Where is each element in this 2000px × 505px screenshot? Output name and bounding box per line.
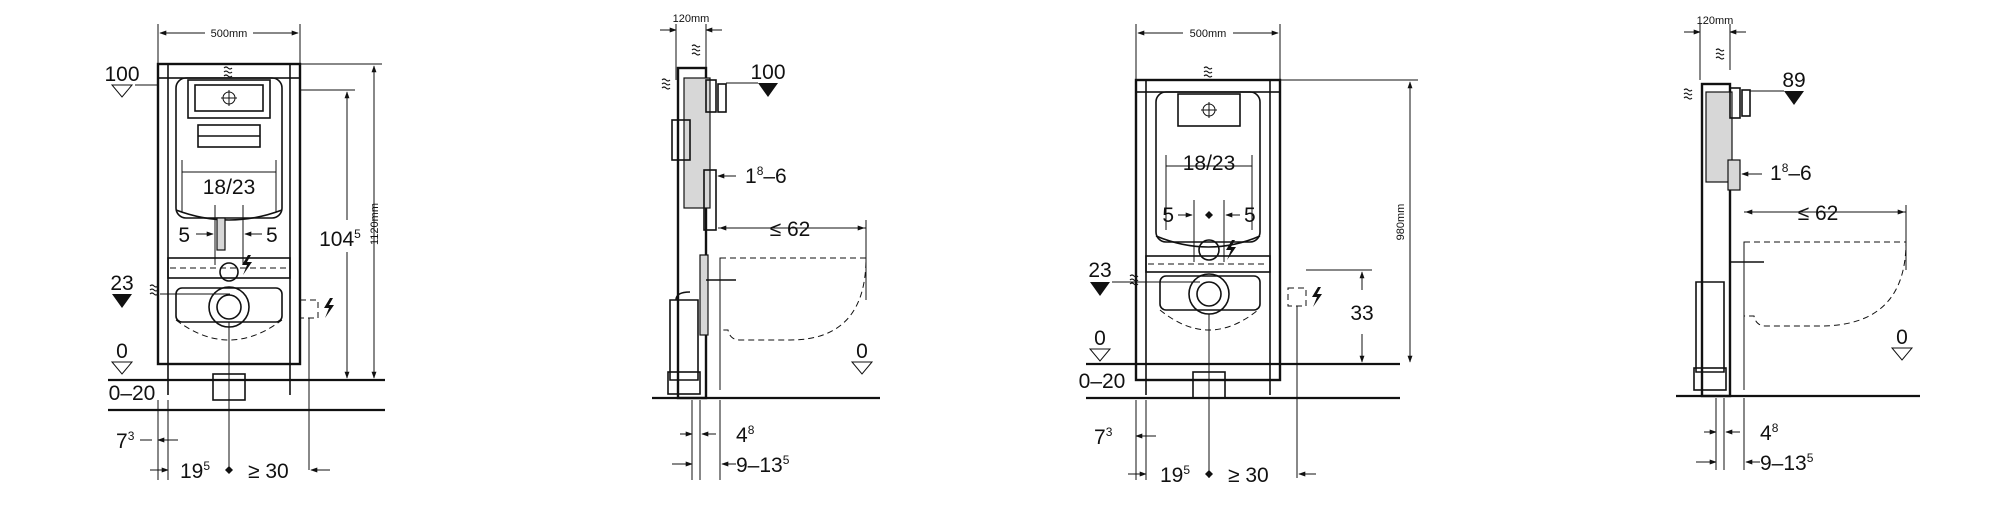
flush-opening-label: 18/23 [1183, 152, 1236, 175]
floor-range-label: 0–20 [109, 382, 156, 405]
plate-side [703, 169, 717, 231]
supply-valve [1198, 239, 1220, 261]
cistern-curve [175, 209, 283, 221]
electrical-socket [299, 299, 319, 319]
inlet-water-icon [1683, 88, 1693, 100]
drain-socket-side [667, 371, 701, 395]
height-total-label: 980mm [1395, 204, 1407, 241]
foot-depth-label: 48 [1760, 421, 1779, 445]
foot-offset-label: 73 [116, 429, 135, 453]
pipe-side [699, 254, 709, 336]
flush-opening-label: 18/23 [203, 176, 256, 199]
offset-left-label: 5 [178, 224, 190, 247]
foot-offset-label: 73 [1094, 425, 1113, 449]
front-view-1120: 500mm 18/23 5 5 [104, 24, 385, 483]
flush-plate-side [705, 79, 717, 113]
level-top-label: 100 [104, 63, 139, 86]
cistern-side [1705, 91, 1733, 183]
level-marker [1784, 91, 1804, 105]
side-view-980: 120mm 89 18–6 ≤ 62 0 48 9–135 [1676, 15, 1920, 475]
socket-height-label: 33 [1350, 302, 1373, 325]
supply-level-label: 23 [1088, 259, 1111, 282]
actuator-side [1741, 89, 1751, 117]
depth-label: 120mm [673, 13, 710, 25]
level-zero-label: 0 [856, 340, 868, 363]
level-marker [758, 83, 778, 97]
frame-outline [1134, 78, 1282, 382]
flush-plate [194, 84, 264, 112]
socket-power-icon [1312, 287, 1322, 307]
depth-label: 120mm [1697, 15, 1734, 27]
water-supply-icon [1715, 48, 1725, 60]
front-view-980: 500mm 18/23 5 5 23 [1079, 24, 1418, 487]
frame-outline [156, 62, 302, 366]
foot-depth-label: 48 [736, 423, 755, 447]
supply-level-label: 23 [110, 272, 133, 295]
electrical-socket [1287, 287, 1307, 307]
height-total-label: 1120mm [369, 203, 381, 245]
width-label: 500mm [1190, 28, 1227, 40]
plate-side [1727, 159, 1741, 191]
bracket [671, 119, 691, 161]
flush-plate-opening [187, 79, 271, 119]
inlet-water-icon [661, 78, 671, 90]
supply-level-marker [1090, 282, 1110, 296]
level-top-label: 100 [750, 61, 785, 84]
wall-range-label: 9–135 [736, 453, 790, 477]
bowl-projection-label: ≤ 62 [770, 218, 811, 241]
supply-level-marker [112, 294, 132, 308]
zero-level-marker [850, 361, 874, 375]
plate-thickness-label: 18–6 [1770, 161, 1812, 185]
offset-right-label: 5 [266, 224, 278, 247]
actuator-side [717, 83, 727, 113]
min-dist-label: ≥ 30 [1228, 464, 1269, 487]
bowl-outline [1743, 241, 1907, 327]
level-marker [110, 84, 134, 98]
axis-dist-label: 195 [1160, 463, 1190, 487]
floor-range-label: 0–20 [1079, 370, 1126, 393]
min-dist-label: ≥ 30 [248, 460, 289, 483]
flush-plate [1177, 93, 1241, 127]
zero-level-marker [1890, 347, 1914, 361]
height-fix-label: 1045 [319, 227, 361, 251]
water-supply-icon [1203, 66, 1213, 78]
mounting-crossbar [167, 257, 291, 279]
drain-side [669, 299, 699, 381]
zero-level-marker [110, 361, 134, 375]
level-top-label: 89 [1782, 69, 1805, 92]
wall-range-label: 9–135 [1760, 451, 1814, 475]
offset-left-label: 5 [1162, 204, 1174, 227]
offset-right-label: 5 [1244, 204, 1256, 227]
socket-power-icon [324, 298, 334, 318]
level-zero-label: 0 [1896, 326, 1908, 349]
drain-side [1695, 281, 1725, 373]
level-zero-label: 0 [116, 340, 128, 363]
supply-valve [219, 262, 239, 282]
level-zero-label: 0 [1094, 327, 1106, 350]
cistern [1155, 91, 1261, 243]
water-supply-icon [691, 44, 701, 56]
mounting-crossbar [1145, 255, 1271, 273]
bowl-projection-label: ≤ 62 [1798, 202, 1839, 225]
side-view-1120: 120mm 100 18–6 ≤ 62 0 [652, 13, 880, 480]
width-label: 500mm [211, 28, 248, 40]
bowl-outline [175, 319, 283, 341]
bowl-outline [719, 257, 867, 341]
axis-dist-label: 195 [180, 459, 210, 483]
zero-level-marker [1088, 348, 1112, 362]
flush-plate-side [1729, 87, 1741, 119]
plate-thickness-label: 18–6 [745, 164, 787, 188]
flush-pipe [216, 217, 226, 251]
drain-socket-side [1693, 367, 1727, 391]
cistern [175, 77, 283, 219]
